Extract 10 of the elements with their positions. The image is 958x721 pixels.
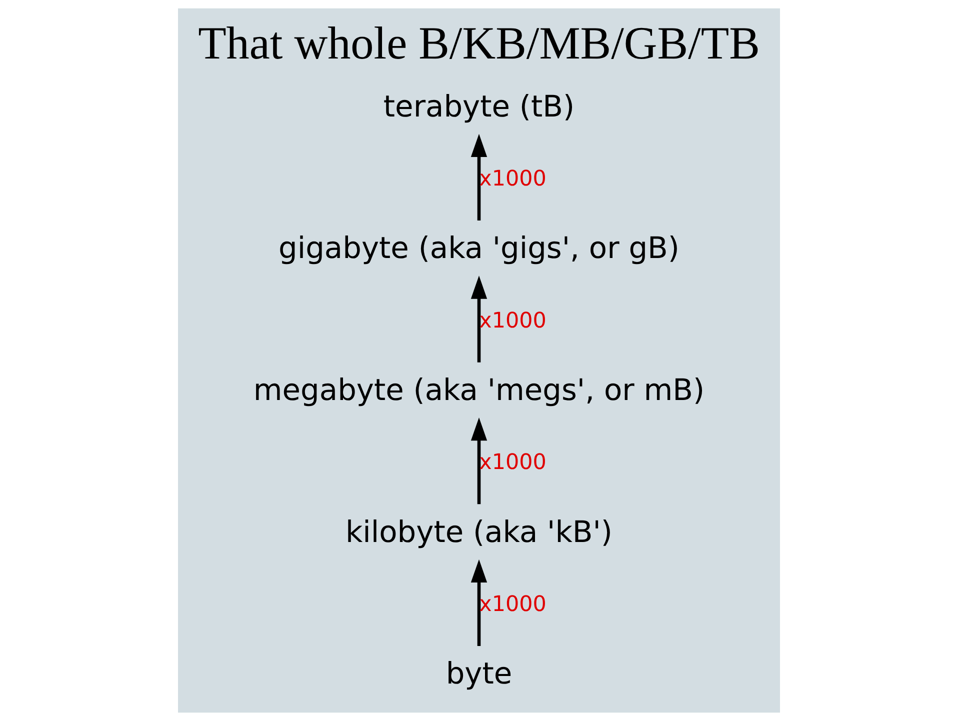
arrow <box>470 559 488 646</box>
diagram-title: That whole B/KB/MB/GB/TB <box>198 18 760 69</box>
node-text: byte <box>446 656 512 691</box>
arrow <box>470 276 488 362</box>
node-text: kilobyte (aka 'kB') <box>345 514 613 549</box>
node-text: terabyte (tB) <box>383 88 575 124</box>
node-text: gigabyte (aka 'gigs', or gB) <box>278 230 680 266</box>
node-text: megabyte (aka 'megs', or mB) <box>253 372 705 407</box>
arrow <box>470 418 488 504</box>
arrow <box>470 134 488 220</box>
